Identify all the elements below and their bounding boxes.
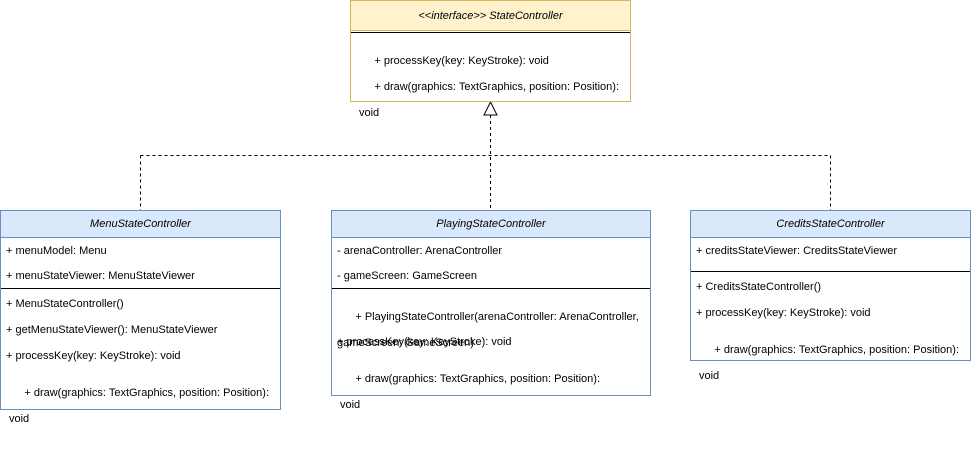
operation-draw: + draw(graphics: TextGraphics, position:…	[337, 360, 650, 438]
operation-draw: + draw(graphics: TextGraphics, position:…	[696, 331, 970, 409]
class-title: MenuStateController	[1, 211, 280, 238]
op-text: + processKey(key: KeyStroke): void	[374, 55, 549, 67]
class-divider	[332, 288, 650, 289]
attribute: - arenaController: ArenaController	[337, 245, 503, 257]
credits-state-controller-class[interactable]: CreditsStateController + creditsStateVie…	[690, 210, 971, 382]
state-controller-interface[interactable]: <<interface>> StateController + processK…	[350, 0, 631, 119]
realization-connectors	[140, 100, 831, 210]
operation: + processKey(key: KeyStroke): void	[696, 307, 871, 319]
op-text-continued: void	[9, 413, 30, 425]
operation: + CreditsStateController()	[696, 281, 822, 293]
op-text-continued: void	[340, 399, 361, 411]
class-attributes: - arenaController: ArenaController - gam…	[332, 238, 650, 288]
operation: + processKey(key: KeyStroke): void	[337, 336, 512, 348]
class-attributes: + creditsStateViewer: CreditsStateViewer	[691, 238, 970, 265]
interface-divider	[351, 32, 630, 33]
class-attributes: + menuModel: Menu + menuStateViewer: Men…	[1, 238, 280, 288]
op-text: + draw(graphics: TextGraphics, position:…	[355, 373, 601, 385]
operation-draw: + draw(graphics: TextGraphics, position:…	[6, 374, 280, 452]
interface-op-draw: + draw(graphics: TextGraphics, position:…	[356, 68, 630, 146]
operation: + getMenuStateViewer(): MenuStateViewer	[6, 324, 218, 336]
menu-state-controller-class[interactable]: MenuStateController + menuModel: Menu + …	[0, 210, 281, 425]
attribute: - gameScreen: GameScreen	[337, 270, 478, 282]
realization-arrowhead	[483, 100, 498, 116]
class-divider	[691, 271, 970, 272]
op-text: + draw(graphics: TextGraphics, position:…	[24, 387, 270, 399]
operation-constructor: + PlayingStateController(arenaController…	[337, 298, 650, 349]
class-title: PlayingStateController	[332, 211, 650, 238]
op-text-continued: void	[359, 107, 380, 119]
operation: + processKey(key: KeyStroke): void	[6, 350, 181, 362]
attribute: + creditsStateViewer: CreditsStateViewer	[696, 245, 898, 257]
op-text: + draw(graphics: TextGraphics, position:…	[374, 81, 620, 93]
operation: + MenuStateController()	[6, 298, 124, 310]
op-text: + draw(graphics: TextGraphics, position:…	[714, 344, 960, 356]
class-operations: + PlayingStateController(arenaController…	[332, 289, 650, 438]
interface-op-processkey: + processKey(key: KeyStroke): void	[356, 42, 630, 68]
attribute: + menuStateViewer: MenuStateViewer	[6, 270, 195, 282]
interface-title: <<interface>> StateController	[351, 1, 630, 31]
attribute: + menuModel: Menu	[6, 245, 107, 257]
op-text-continued: gameScreen: GameScreen)	[337, 337, 474, 349]
interface-operations: + processKey(key: KeyStroke): void + dra…	[351, 33, 630, 146]
class-title: CreditsStateController	[691, 211, 970, 238]
op-text-continued: void	[699, 370, 720, 382]
class-operations: + MenuStateController() + getMenuStateVi…	[1, 289, 280, 452]
playing-state-controller-class[interactable]: PlayingStateController - arenaController…	[331, 210, 651, 411]
class-divider	[1, 288, 280, 289]
op-text: + PlayingStateController(arenaController…	[355, 311, 639, 323]
class-operations: + CreditsStateController() + processKey(…	[691, 272, 970, 409]
